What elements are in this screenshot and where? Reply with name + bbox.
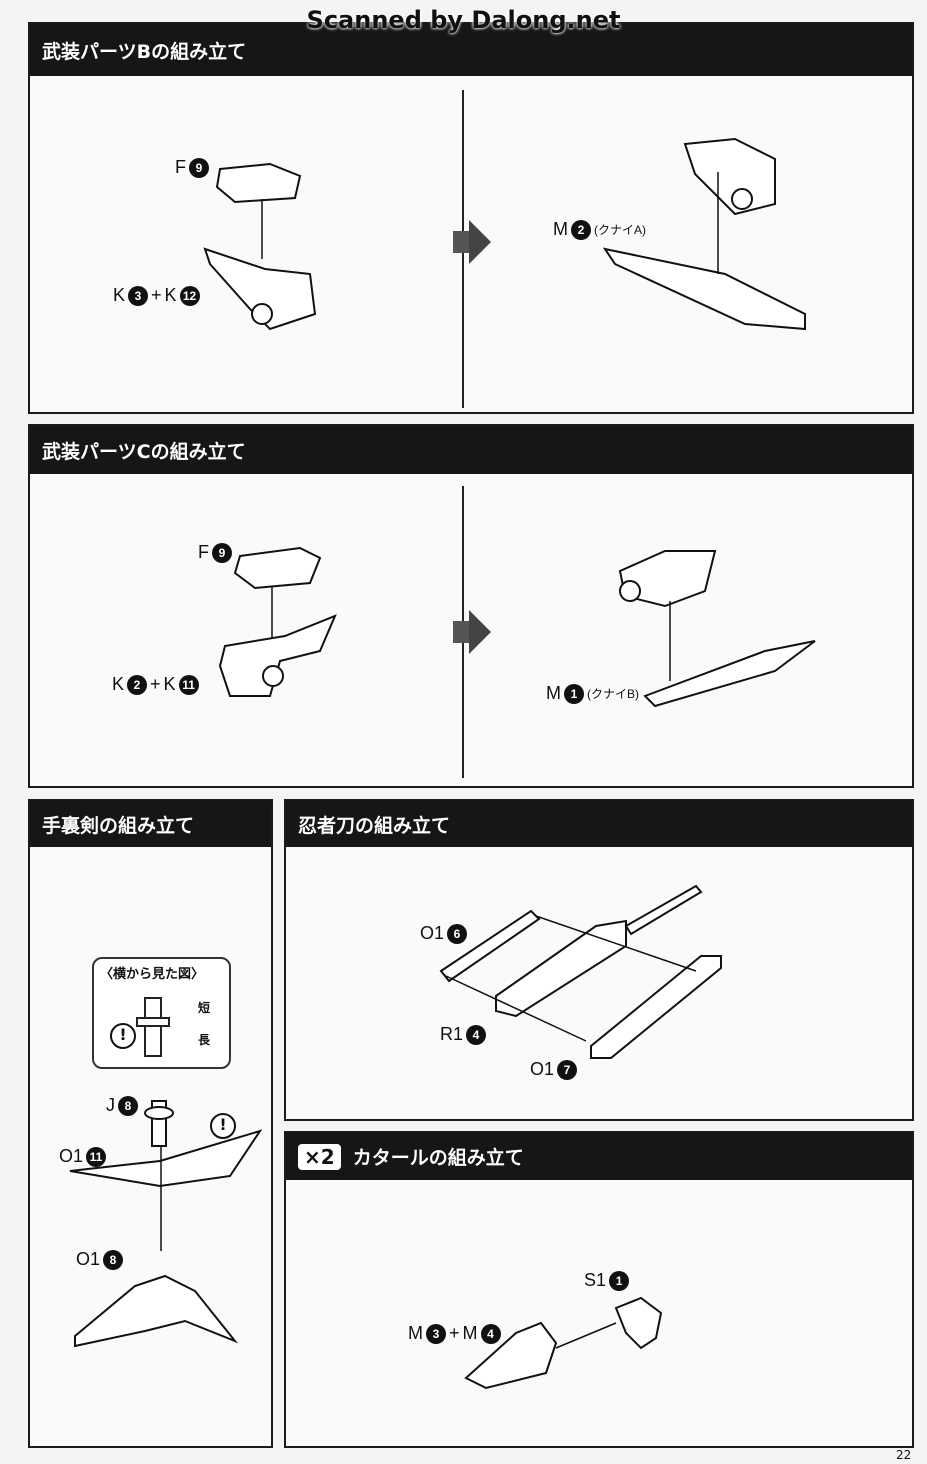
side-view-callout: 〈横から見た図〉 短 長 ! (92, 957, 231, 1069)
next-step-arrow (453, 231, 469, 253)
label-text: K (112, 674, 125, 694)
part-number-badge: 1 (609, 1270, 630, 1291)
page-number: 22 (896, 1448, 912, 1462)
label-text: F (198, 542, 209, 562)
warning-icon: ! (110, 1023, 136, 1049)
label-text: M (408, 1323, 423, 1343)
label-text: M (553, 219, 568, 239)
section-title: ×2 カタールの組み立て (286, 1133, 912, 1180)
next-step-arrow (453, 621, 469, 643)
part-number-badge: 1 (564, 683, 584, 704)
section-title-text: 忍者刀の組み立て (298, 814, 451, 837)
warning-icon: ! (210, 1113, 236, 1139)
label-text: O1 (76, 1249, 101, 1269)
label-text: M (462, 1323, 478, 1343)
part-number-badge: 9 (212, 542, 232, 563)
short-label: 短 (198, 1001, 211, 1015)
section-title-text: 手裏剣の組み立て (42, 814, 195, 837)
pin-collar (136, 1017, 170, 1027)
label-text: + (151, 285, 162, 305)
part-number-badge: 12 (179, 285, 200, 306)
label-text: O1 (420, 923, 445, 943)
callout-title: 〈横から見た図〉 (100, 967, 205, 982)
section-title-text: 武装パーツBの組み立て (42, 40, 247, 63)
part-number-badge: 3 (128, 285, 149, 306)
part-number-badge: 4 (480, 1323, 501, 1344)
part-number-badge: 8 (118, 1095, 138, 1116)
part-number-badge: 7 (557, 1059, 578, 1080)
part-number-badge: 2 (571, 219, 591, 240)
part-number-badge: 8 (103, 1249, 124, 1270)
label-text: M (546, 683, 561, 703)
part-number-badge: 6 (447, 923, 468, 944)
section-title: 武装パーツCの組み立て (30, 426, 912, 474)
part-number-badge: 3 (426, 1323, 446, 1344)
label-text: K (163, 674, 176, 694)
label-text: K (113, 285, 126, 305)
label-text: J (106, 1095, 115, 1115)
quantity-badge: ×2 (298, 1143, 341, 1170)
section-title: 武装パーツBの組み立て (30, 24, 912, 76)
section-title-text: カタールの組み立て (352, 1147, 524, 1169)
section-title: 忍者刀の組み立て (286, 801, 912, 847)
label-text: O1 (59, 1146, 84, 1166)
part-drawing (218, 546, 816, 708)
label-text: F (175, 157, 186, 177)
part-number-badge: 9 (189, 157, 209, 178)
part-drawing (203, 137, 806, 331)
section-title: 手裏剣の組み立て (30, 801, 271, 847)
label-text: (クナイA) (594, 223, 646, 237)
next-step-arrow-head (469, 220, 491, 264)
part-number-badge: 2 (127, 674, 148, 695)
label-text: + (150, 674, 161, 694)
part-number-badge: 4 (466, 1024, 487, 1045)
part-drawing (464, 1296, 663, 1390)
part-drawing (69, 1100, 263, 1348)
label-text: O1 (530, 1059, 555, 1079)
part-drawing (439, 884, 722, 1059)
part-number-badge: 11 (86, 1146, 107, 1167)
part-number-badge: 11 (178, 674, 199, 695)
label-text: S1 (584, 1270, 607, 1290)
label-text: (クナイB) (587, 687, 639, 701)
next-step-arrow-head (469, 610, 491, 654)
label-text: + (449, 1323, 460, 1343)
pin-side-view (144, 997, 162, 1057)
section-title-text: 武装パーツCの組み立て (42, 440, 246, 463)
watermark: Scanned by Dalong.net (306, 6, 621, 34)
long-label: 長 (198, 1033, 211, 1047)
label-text: K (164, 285, 177, 305)
label-text: R1 (440, 1024, 464, 1044)
